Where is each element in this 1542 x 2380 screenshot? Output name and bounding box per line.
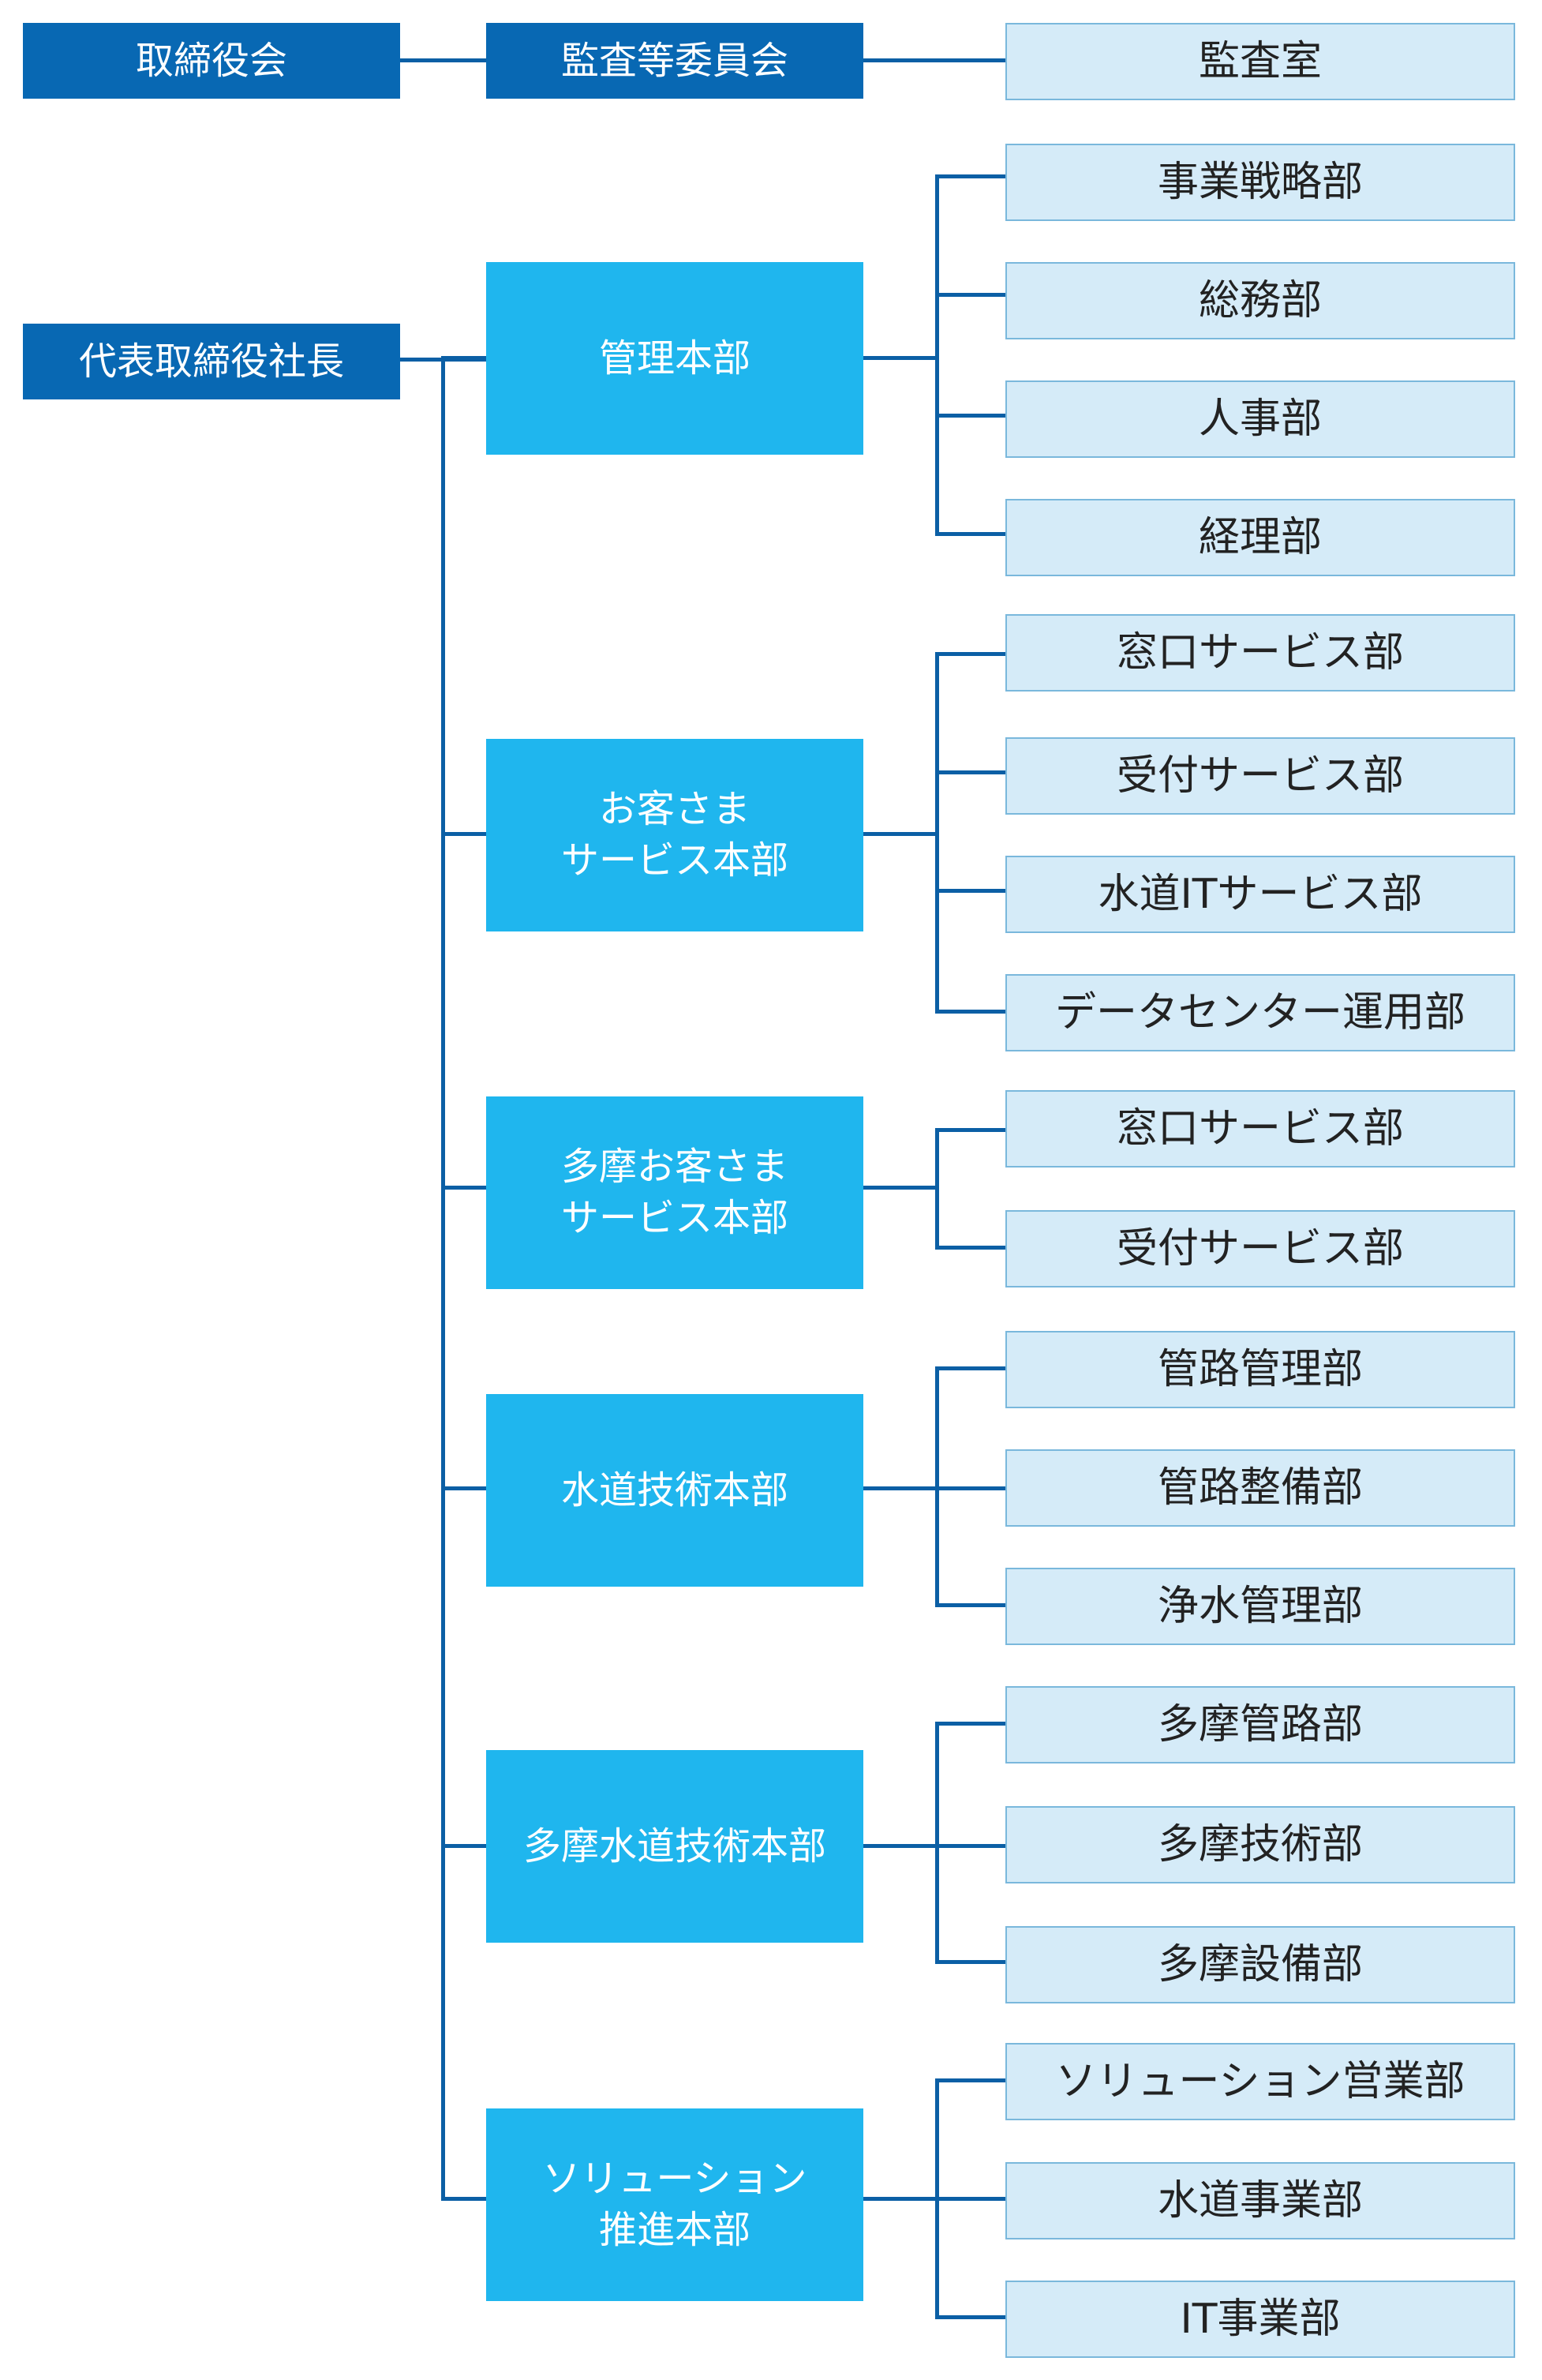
division-4-link <box>441 1486 486 1490</box>
division-1-box: 管理本部 <box>486 262 863 455</box>
division-1-dept-2-box: 総務部 <box>1005 262 1515 339</box>
division-5-dept-3-link <box>935 1960 1005 1964</box>
division-6-dept-1-link <box>935 2078 1005 2082</box>
division-2-name-line-2: サービス本部 <box>560 838 788 883</box>
division-6-link <box>441 2197 486 2201</box>
division-5-vert <box>935 1722 939 1964</box>
division-1-dept-2-label: 総務部 <box>1198 276 1322 324</box>
division-2-link <box>441 832 486 836</box>
division-1-link <box>441 356 486 360</box>
board-of-directors-label: 取締役会 <box>135 38 287 83</box>
division-6-dept-3-link <box>935 2315 1005 2319</box>
division-2-dept-4-box: データセンター運用部 <box>1005 974 1515 1051</box>
division-6-dept-1-label: ソリューション営業部 <box>1055 2057 1465 2105</box>
division-5-out <box>863 1844 938 1848</box>
audit-committee-box: 監査等委員会 <box>486 23 863 99</box>
division-4-dept-2-box: 管路整備部 <box>1005 1449 1515 1527</box>
division-6-dept-2-label: 水道事業部 <box>1157 2176 1363 2224</box>
division-3-vert <box>935 1128 939 1250</box>
division-4-dept-2-link <box>935 1486 1005 1490</box>
division-2-dept-3-label: 水道ITサービス部 <box>1098 870 1423 918</box>
division-3-box: 多摩お客さま サービス本部 <box>486 1096 863 1289</box>
division-2-dept-1-box: 窓口サービス部 <box>1005 614 1515 692</box>
division-1-dept-2-link <box>935 293 1005 297</box>
division-3-name-line-1: 多摩お客さま <box>560 1145 788 1190</box>
division-3-name-line-2: サービス本部 <box>560 1196 788 1240</box>
division-4-dept-1-box: 管路管理部 <box>1005 1331 1515 1408</box>
division-1-dept-1-box: 事業戦略部 <box>1005 144 1515 221</box>
division-3-dept-1-label: 窓口サービス部 <box>1116 1104 1404 1153</box>
audit-office-box: 監査室 <box>1005 23 1515 100</box>
division-6-name-line-2: 推進本部 <box>598 2208 750 2252</box>
division-1-name: 管理本部 <box>598 335 750 380</box>
division-5-link <box>441 1844 486 1848</box>
division-3-dept-1-link <box>935 1128 1005 1132</box>
division-3-link <box>441 1186 486 1190</box>
division-6-name-line-1: ソリューション <box>542 2157 807 2202</box>
division-5-dept-1-link <box>935 1722 1005 1726</box>
division-4-out <box>863 1486 938 1490</box>
division-2-dept-3-box: 水道ITサービス部 <box>1005 856 1515 933</box>
division-1-dept-1-link <box>935 174 1005 178</box>
division-5-dept-2-label: 多摩技術部 <box>1157 1820 1363 1868</box>
division-1-dept-1-label: 事業戦略部 <box>1157 158 1363 206</box>
division-2-out <box>863 832 938 836</box>
division-2-name-line-1: お客さま <box>598 787 750 832</box>
division-2-dept-1-label: 窓口サービス部 <box>1116 628 1404 677</box>
division-2-vert <box>935 652 939 1014</box>
audit-office-label: 監査室 <box>1198 37 1322 85</box>
division-1-dept-3-link <box>935 414 1005 418</box>
division-3-dept-1-box: 窓口サービス部 <box>1005 1090 1515 1168</box>
division-4-dept-3-box: 浄水管理部 <box>1005 1568 1515 1645</box>
division-1-dept-4-link <box>935 532 1005 536</box>
division-5-box: 多摩水道技術本部 <box>486 1750 863 1943</box>
division-4-box: 水道技術本部 <box>486 1394 863 1587</box>
division-6-dept-2-link <box>935 2197 1005 2201</box>
division-4-dept-2-label: 管路整備部 <box>1157 1464 1363 1512</box>
division-3-out <box>863 1186 938 1190</box>
division-4-dept-3-label: 浄水管理部 <box>1157 1582 1363 1630</box>
president-box: 代表取締役社長 <box>23 324 400 399</box>
division-1-out <box>863 356 938 360</box>
division-5-dept-2-box: 多摩技術部 <box>1005 1806 1515 1883</box>
division-2-dept-4-label: データセンター運用部 <box>1054 988 1465 1036</box>
division-2-dept-3-link <box>935 889 1005 893</box>
connector-board-audit <box>400 58 486 62</box>
board-of-directors-box: 取締役会 <box>23 23 400 99</box>
division-2-dept-2-box: 受付サービス部 <box>1005 737 1515 815</box>
division-4-dept-1-link <box>935 1366 1005 1370</box>
division-6-dept-2-box: 水道事業部 <box>1005 2162 1515 2239</box>
division-3-dept-2-box: 受付サービス部 <box>1005 1210 1515 1287</box>
division-2-dept-2-label: 受付サービス部 <box>1116 751 1404 800</box>
division-4-dept-3-link <box>935 1603 1005 1607</box>
division-4-name: 水道技術本部 <box>560 1467 788 1512</box>
division-6-dept-3-label: IT事業部 <box>1180 2295 1341 2343</box>
division-1-dept-4-label: 経理部 <box>1198 513 1322 561</box>
division-2-box: お客さま サービス本部 <box>486 739 863 931</box>
division-5-name: 多摩水道技術本部 <box>522 1823 826 1868</box>
division-2-dept-2-link <box>935 770 1005 774</box>
president-trunk <box>441 358 445 2201</box>
division-4-dept-1-label: 管路管理部 <box>1157 1345 1363 1393</box>
division-5-dept-3-box: 多摩設備部 <box>1005 1926 1515 2003</box>
division-6-out <box>863 2197 938 2201</box>
division-1-dept-4-box: 経理部 <box>1005 499 1515 576</box>
division-1-dept-3-label: 人事部 <box>1198 395 1322 443</box>
connector-committee-office <box>863 58 1005 62</box>
division-2-dept-4-link <box>935 1010 1005 1014</box>
president-label: 代表取締役社長 <box>78 339 344 384</box>
division-6-dept-1-box: ソリューション営業部 <box>1005 2043 1515 2120</box>
division-5-dept-2-link <box>935 1844 1005 1848</box>
division-1-vert <box>935 174 939 536</box>
division-5-dept-1-label: 多摩管路部 <box>1157 1700 1363 1748</box>
audit-committee-label: 監査等委員会 <box>560 38 788 83</box>
division-5-dept-3-label: 多摩設備部 <box>1157 1940 1363 1988</box>
division-5-dept-1-box: 多摩管路部 <box>1005 1686 1515 1763</box>
division-6-box: ソリューション 推進本部 <box>486 2108 863 2301</box>
division-6-dept-3-box: IT事業部 <box>1005 2281 1515 2358</box>
division-3-dept-2-link <box>935 1246 1005 1250</box>
division-1-dept-3-box: 人事部 <box>1005 380 1515 458</box>
division-3-dept-2-label: 受付サービス部 <box>1116 1224 1404 1272</box>
division-2-dept-1-link <box>935 652 1005 656</box>
